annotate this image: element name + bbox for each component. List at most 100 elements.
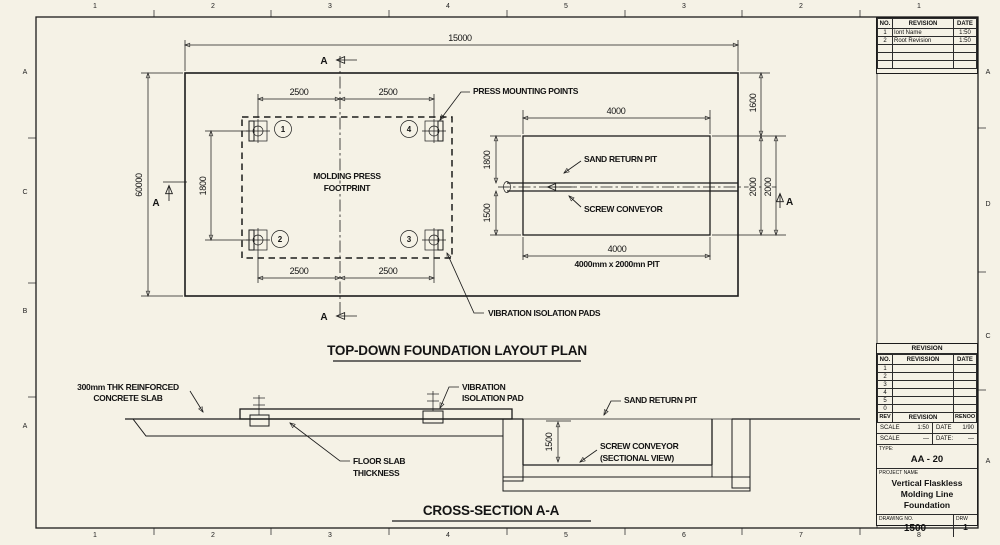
zone-right-c: C bbox=[985, 333, 991, 340]
label-isolation-pads: VIBRATION ISOLATION PADS bbox=[488, 308, 601, 318]
type-block: TYPE: AA - 20 bbox=[877, 445, 977, 469]
zone-right-d: D bbox=[985, 201, 991, 208]
scale-row-2: SCALE— DATE:— bbox=[877, 434, 977, 445]
pit-size-note: 4000mm x 2000mn PIT bbox=[574, 259, 660, 269]
zone-bottom-2: 2 bbox=[211, 532, 215, 539]
drawing-block: DRAWING NO. 1500 DRW 1 bbox=[877, 515, 977, 537]
zone-bottom-1: 1 bbox=[93, 532, 97, 539]
dim-text-2000-a: 2000 bbox=[748, 177, 758, 196]
label-conveyor-1: SCREW CONVEYOR bbox=[600, 441, 679, 451]
mounting-pad-1 bbox=[246, 119, 270, 143]
section-marker-bottom: A bbox=[320, 311, 357, 323]
project-line-2: Molding Line bbox=[900, 489, 954, 499]
zone-top-4: 4 bbox=[446, 3, 450, 10]
section-marker-top: A bbox=[320, 55, 357, 67]
section-pad-right bbox=[422, 391, 444, 424]
zone-top-8: 1 bbox=[917, 3, 921, 10]
zone-bottom-3: 3 bbox=[328, 532, 332, 539]
zone-top-3: 3 bbox=[328, 3, 332, 10]
label-pad-2: ISOLATION PAD bbox=[462, 393, 524, 403]
type-value: AA - 20 bbox=[910, 454, 944, 465]
dim-text-2500-tl: 2500 bbox=[290, 87, 309, 97]
zone-right-a2: A bbox=[985, 458, 991, 465]
revision-row-1: 1 Iont Name 1:50 bbox=[877, 28, 977, 37]
dim-pit-left: 1800 1500 bbox=[481, 135, 521, 236]
zone-bottom-8: 8 bbox=[917, 532, 921, 539]
zone-top-2: 2 bbox=[211, 3, 215, 10]
press-footprint bbox=[241, 116, 453, 259]
foundation-outline bbox=[184, 72, 739, 297]
dim-text-4000-bottom: 4000 bbox=[608, 244, 627, 254]
mounting-pad-2 bbox=[246, 228, 270, 252]
leader-isolation-pads: VIBRATION ISOLATION PADS bbox=[446, 252, 603, 320]
mid-footer: REV REVISION RENOO bbox=[877, 412, 977, 423]
label-footprint-2: FOOTPRINT bbox=[324, 183, 372, 193]
title-block: REVISION NO. REVISSION DATE 1 2 3 4 5 0 … bbox=[876, 343, 978, 537]
mid-row-3: 3 bbox=[877, 380, 977, 389]
leader-pad-section: VIBRATION ISOLATION PAD bbox=[439, 381, 525, 409]
col-no: NO. bbox=[877, 18, 893, 29]
zone-top-1: 1 bbox=[93, 3, 97, 10]
leader-mounting-points: PRESS MOUNTING POINTS bbox=[439, 85, 581, 121]
leader-sand-return-section: SAND RETURN PIT bbox=[603, 394, 700, 416]
revision-top-header: NO. REVISION DATE bbox=[877, 18, 977, 29]
drawing-rev-label: DRW bbox=[956, 516, 968, 522]
dim-mount-bottom: 2500 2500 bbox=[257, 252, 435, 283]
dim-text-2000-b: 2000 bbox=[763, 177, 773, 196]
zone-left-c: C bbox=[22, 189, 28, 196]
pit-floor-slab bbox=[522, 464, 713, 478]
leader-screw-conveyor-plan: SCREW CONVEYOR bbox=[568, 195, 664, 216]
section-letter-bottom: A bbox=[320, 312, 327, 323]
zone-right-a: A bbox=[985, 69, 991, 76]
dim-text-1800-rows: 1800 bbox=[198, 176, 208, 195]
plan-view: 1 2 3 4 15000 60 bbox=[133, 32, 793, 362]
dim-pad-rows: 1800 bbox=[197, 130, 248, 241]
mid-row-2: 2 bbox=[877, 372, 977, 381]
col-date: DATE bbox=[953, 18, 977, 29]
screw-conveyor-plan bbox=[498, 181, 778, 193]
label-floor-2: THICKNESS bbox=[353, 468, 400, 478]
dim-text-1500-pit: 1500 bbox=[482, 203, 492, 222]
section-pad-left bbox=[249, 395, 270, 427]
zone-left-a: A bbox=[22, 69, 28, 76]
leader-floor-slab: FLOOR SLAB THICKNESS bbox=[289, 422, 407, 480]
section-letter-top: A bbox=[320, 56, 327, 67]
dim-text-2500-br: 2500 bbox=[379, 266, 398, 276]
label-mounting-points: PRESS MOUNTING POINTS bbox=[473, 86, 579, 96]
dim-text-60000: 60000 bbox=[134, 173, 144, 197]
dim-pit-top: 4000 bbox=[522, 105, 711, 134]
dim-text-15000: 15000 bbox=[448, 33, 472, 43]
label-slab-2: CONCRETE SLAB bbox=[93, 393, 162, 403]
label-footprint-1: MOLDING PRESS bbox=[313, 171, 381, 181]
pad-balloons: 1 2 3 4 bbox=[271, 120, 418, 248]
zone-bottom-6: 6 bbox=[682, 532, 686, 539]
concrete-slab bbox=[239, 408, 513, 420]
dim-text-2500-bl: 2500 bbox=[290, 266, 309, 276]
leader-slab: 300mm THK REINFORCED CONCRETE SLAB bbox=[76, 381, 204, 413]
revision-row-empty bbox=[877, 44, 977, 53]
section-marker-right: A bbox=[775, 192, 793, 208]
drawing-no-value: 1500 bbox=[903, 523, 927, 534]
revision-row-empty bbox=[877, 60, 977, 69]
zone-left-b: B bbox=[22, 308, 28, 315]
dim-text-2500-tr: 2500 bbox=[379, 87, 398, 97]
project-line-1: Vertical Flaskless bbox=[891, 478, 963, 488]
revision-mid-title: REVISION bbox=[877, 344, 977, 354]
zone-top-7: 2 bbox=[799, 3, 803, 10]
mounting-pad-4 bbox=[422, 119, 446, 143]
dim-overall-width: 15000 bbox=[184, 32, 739, 71]
zone-left-a2: A bbox=[22, 423, 28, 430]
leader-conveyor-section: SCREW CONVEYOR (SECTIONAL VIEW) bbox=[579, 440, 680, 465]
section-letter-left: A bbox=[152, 198, 159, 209]
zone-top-6: 3 bbox=[682, 3, 686, 10]
label-floor-1: FLOOR SLAB bbox=[353, 456, 405, 466]
mounting-pad-3 bbox=[422, 228, 446, 252]
revision-row-2: 2 Root Revision 1:50 bbox=[877, 36, 977, 45]
pad-number-4: 4 bbox=[407, 125, 412, 134]
zone-bottom-7: 7 bbox=[799, 532, 803, 539]
mid-row-1: 1 bbox=[877, 364, 977, 373]
type-label: TYPE: bbox=[879, 446, 894, 452]
